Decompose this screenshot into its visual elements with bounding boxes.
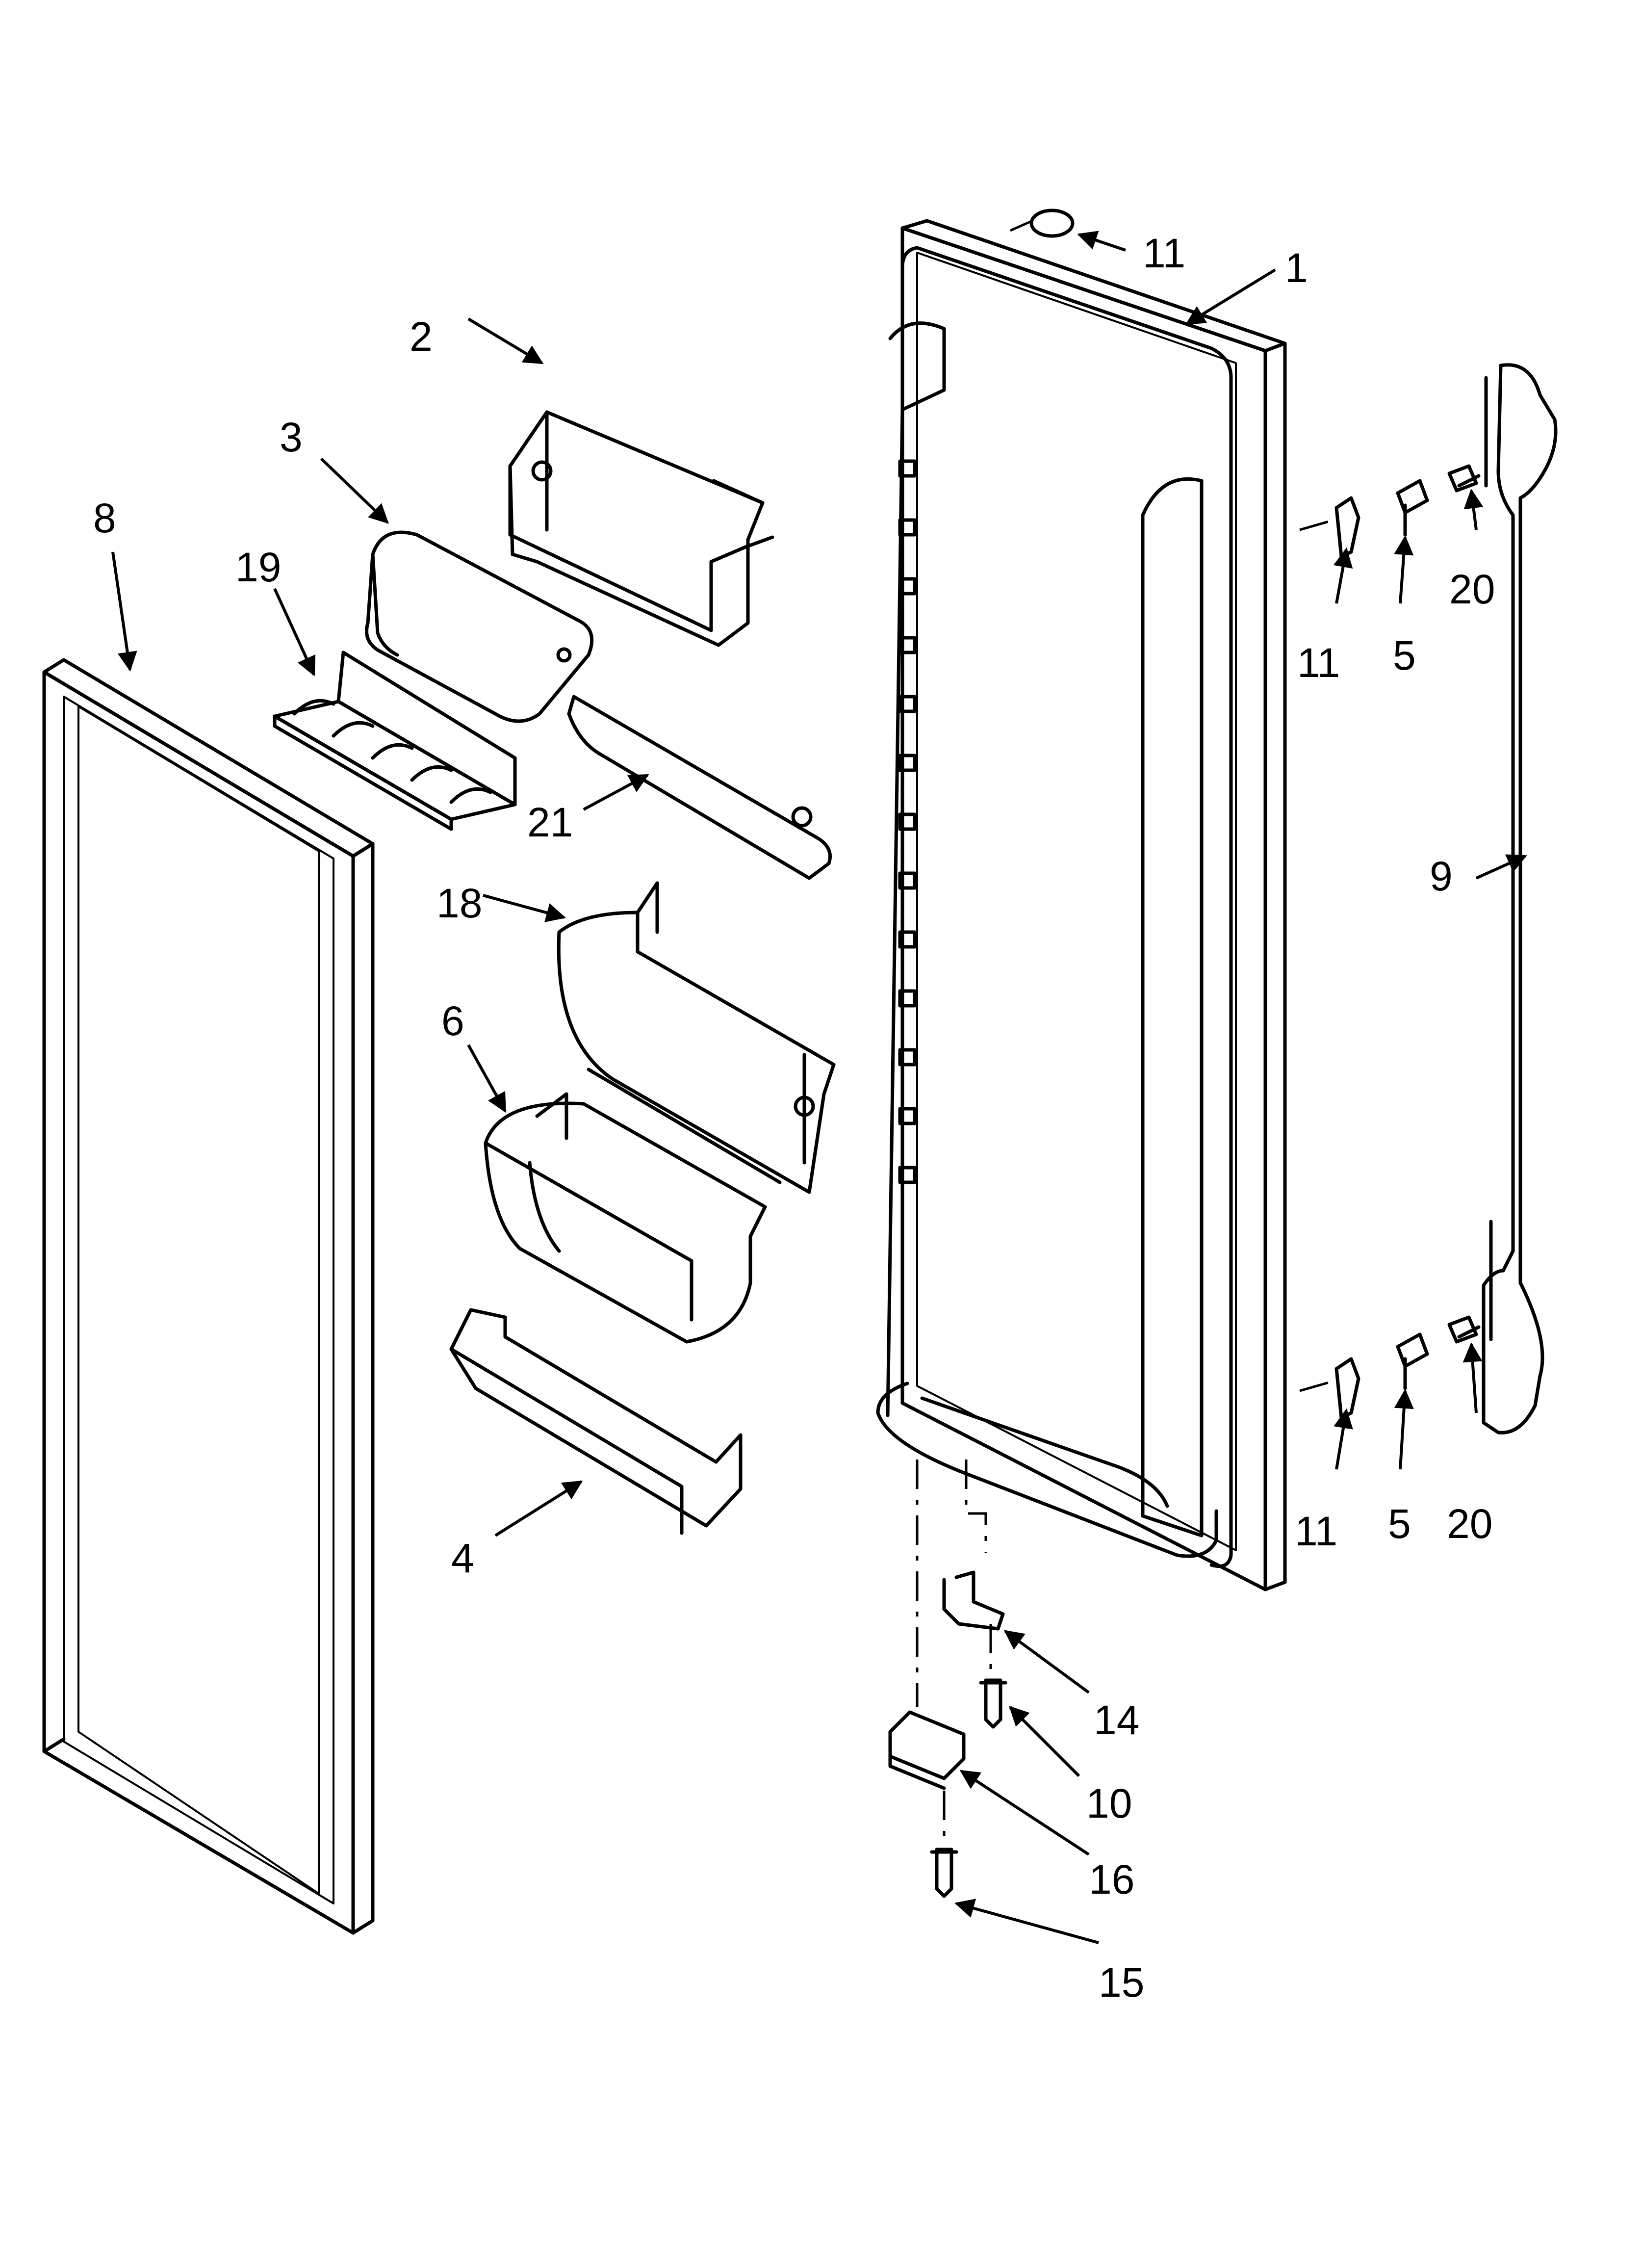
callout-6: 6	[441, 998, 464, 1044]
handle-clip-bottom	[1334, 1315, 1481, 1420]
door-gasket	[42, 658, 375, 1935]
callout-8: 8	[93, 495, 116, 541]
hinge-pin	[942, 1570, 1005, 1631]
bracket-screw	[930, 1848, 958, 1898]
callout-3: 3	[280, 414, 303, 460]
callout-20b: 20	[1447, 1501, 1492, 1547]
callout-1: 1	[1285, 245, 1308, 291]
callout-4: 4	[451, 1535, 474, 1581]
leader-lines	[111, 231, 1527, 1944]
door-shelf	[449, 1308, 743, 1535]
trim-strip	[567, 695, 832, 880]
callout-9: 9	[1430, 853, 1453, 899]
dairy-bin	[508, 410, 774, 647]
hinge-bracket	[888, 1710, 966, 1790]
callout-15: 15	[1099, 1959, 1144, 2006]
callout-19: 19	[235, 544, 281, 590]
callout-5b: 5	[1388, 1501, 1411, 1547]
callout-12: 11	[1143, 230, 1185, 276]
callout-16: 16	[1089, 1856, 1134, 1903]
door-plug	[1029, 209, 1075, 238]
callout-2: 2	[410, 313, 433, 360]
alignment-lines	[916, 219, 1334, 1845]
handle-clip-top	[1334, 464, 1481, 559]
door-handle	[1482, 363, 1558, 1434]
bin-cover	[365, 530, 594, 723]
callout-11: 11	[1297, 640, 1340, 686]
callout-5: 5	[1393, 632, 1416, 678]
door-bin-tall	[557, 881, 836, 1194]
callout-labels: 11 1 2 3 8 19 21 18 6 4 11 5 20 9 11 5 2…	[93, 230, 1495, 2006]
fresh-food-door	[876, 219, 1287, 1591]
hinge-screw	[979, 1678, 1007, 1729]
shelf-insert	[273, 651, 517, 831]
callout-18: 18	[436, 880, 482, 926]
callout-14: 14	[1094, 1697, 1139, 1743]
callout-11b: 11	[1295, 1508, 1337, 1554]
callout-20: 20	[1449, 566, 1495, 612]
door-bin	[484, 1092, 767, 1344]
callout-10: 10	[1086, 1780, 1132, 1826]
callout-21: 21	[527, 799, 573, 845]
